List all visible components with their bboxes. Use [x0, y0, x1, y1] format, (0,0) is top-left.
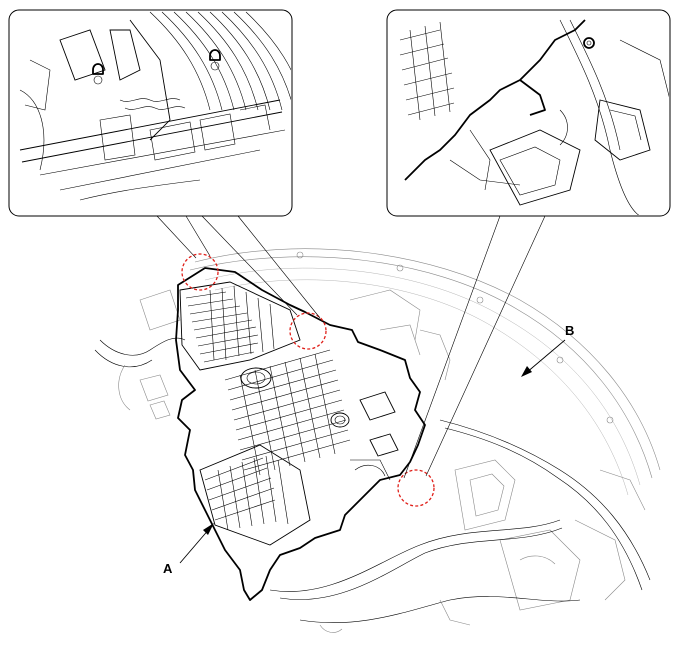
highlight-circles: [181, 253, 435, 507]
hvac-module: [175, 267, 426, 601]
callout-leaders: [156, 215, 546, 479]
label-b: B: [565, 323, 574, 338]
fastener-highlight-right: [397, 469, 435, 507]
fastener-highlight-top-left: [181, 253, 219, 291]
fastener-highlight-top-center: [289, 312, 327, 350]
detail-view-right: [386, 9, 671, 217]
label-arrow-b: [521, 339, 566, 377]
label-a: A: [163, 561, 173, 576]
detail-view-left: [8, 9, 293, 217]
label-arrow-a: [179, 523, 214, 564]
crash-pad-frame: [94, 248, 661, 633]
